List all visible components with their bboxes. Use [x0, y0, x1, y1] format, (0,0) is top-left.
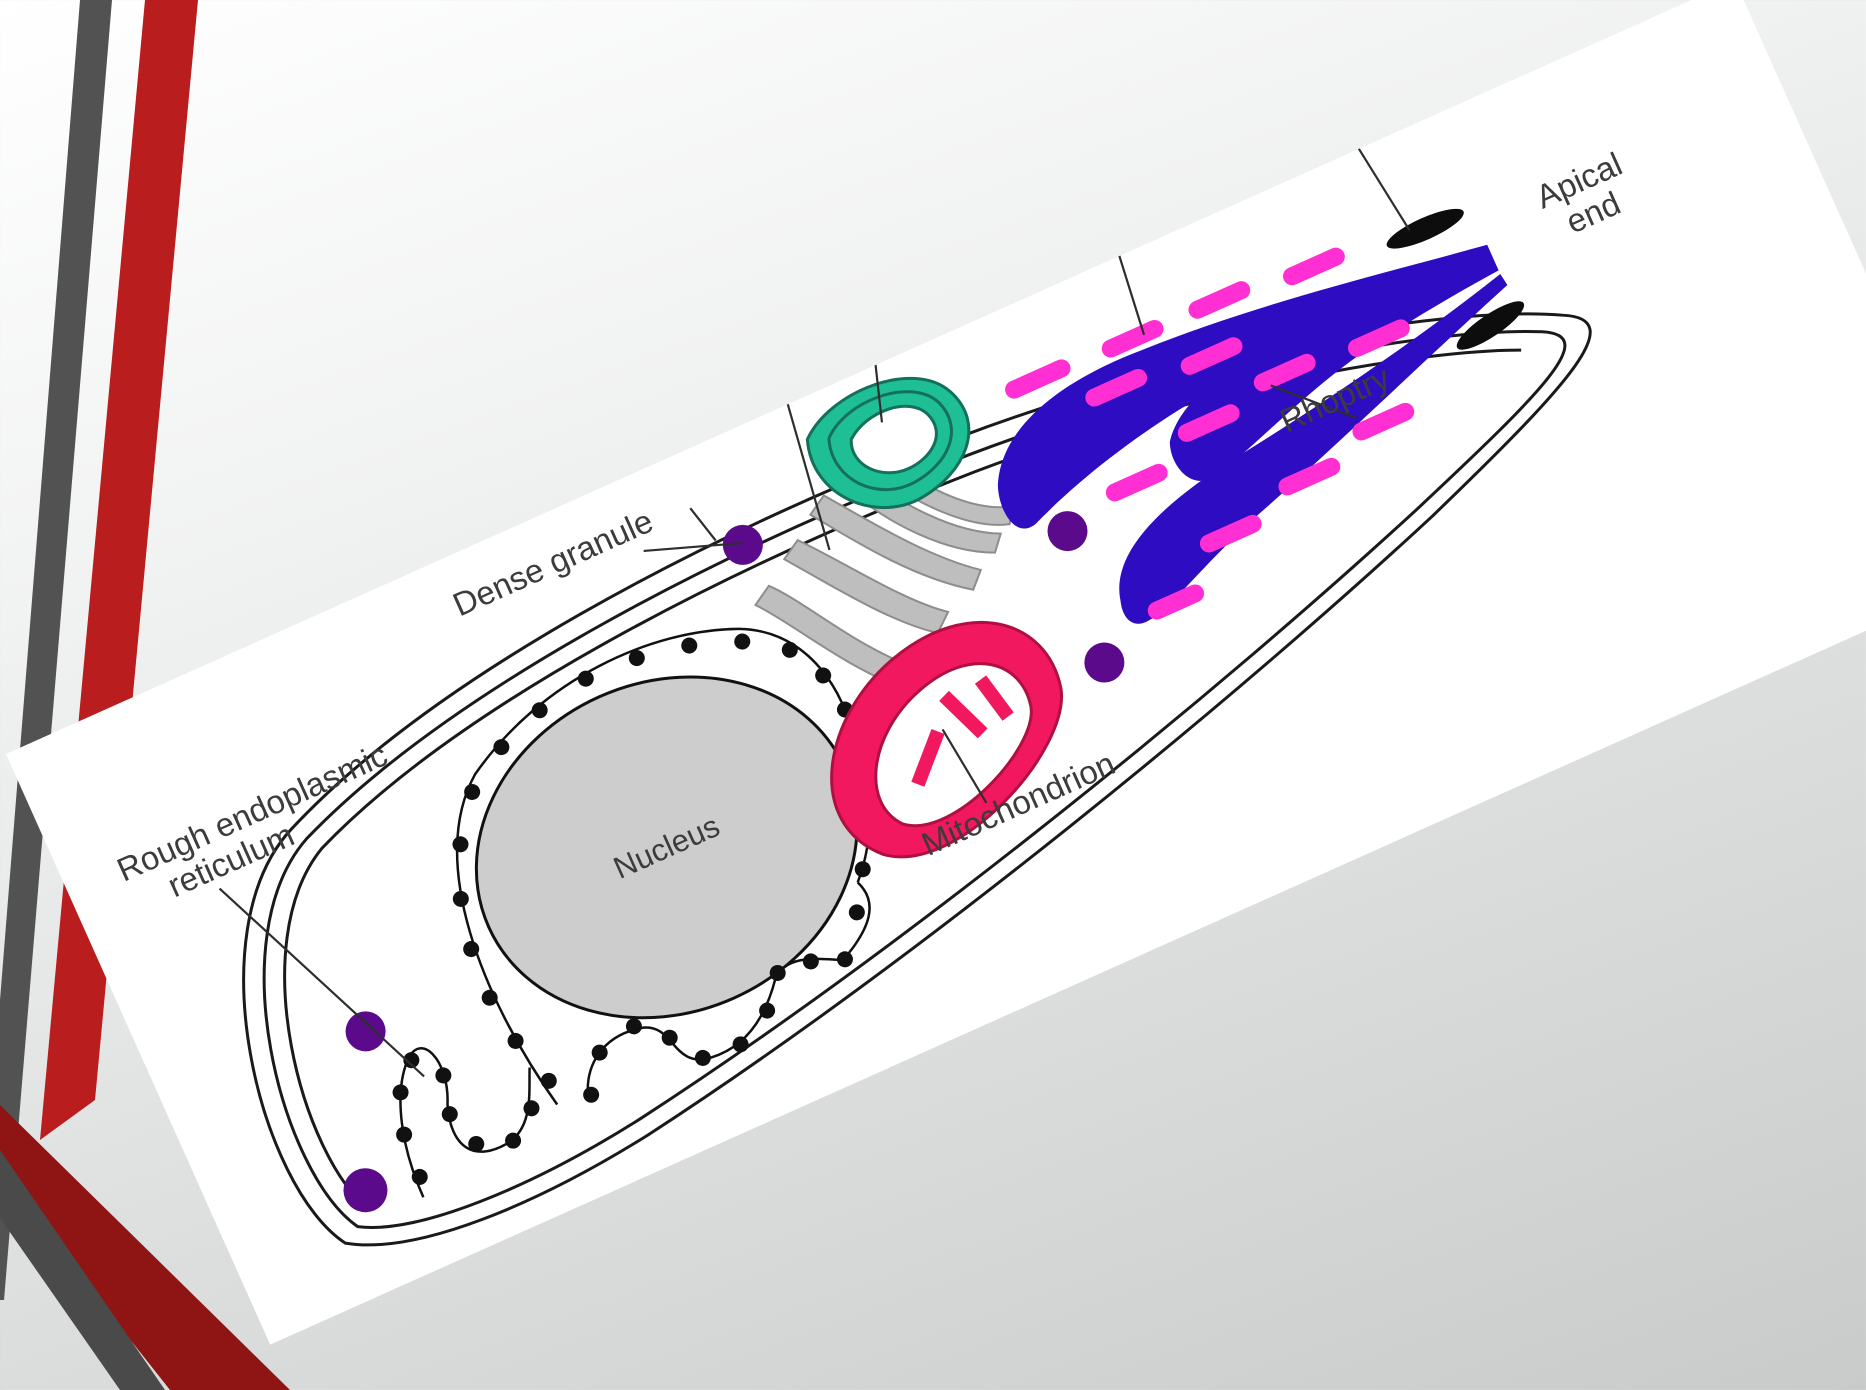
microneme	[1280, 245, 1348, 288]
dense-granule	[1041, 505, 1094, 558]
dense-granule	[336, 1161, 394, 1219]
microneme	[1103, 461, 1171, 504]
dense-granule	[1078, 636, 1131, 689]
dense-granule	[339, 1005, 392, 1058]
